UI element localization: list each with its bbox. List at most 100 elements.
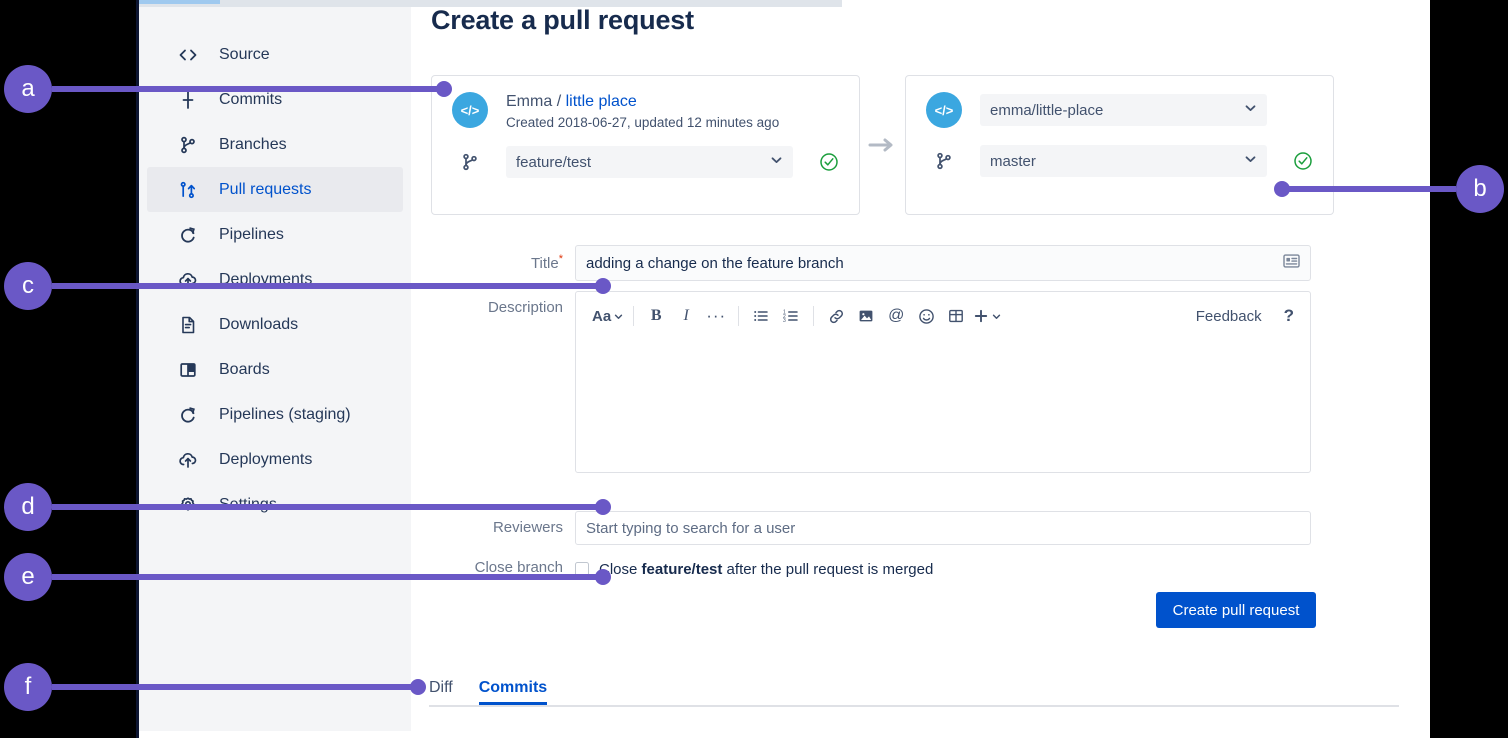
callout-line-d [52,504,604,510]
deployments-icon [177,449,199,471]
page-title: Create a pull request [431,5,694,35]
repo-separator: / [556,93,562,110]
mention-icon[interactable]: @ [888,307,905,324]
destination-branch-line: master [926,145,1313,177]
required-marker: * [558,253,563,265]
bold-icon[interactable]: B [650,307,662,324]
image-icon[interactable] [853,303,879,329]
sidebar-item-deployments-2[interactable]: Deployments [147,437,403,482]
sidebar-item-label: Pull requests [219,180,312,198]
sidebar-item-pipelines-staging[interactable]: Pipelines (staging) [147,392,403,437]
direction-arrow-icon [868,137,896,153]
text-style-icon[interactable]: Aa [592,303,624,329]
sidebar-item-source[interactable]: Source [147,32,403,77]
title-field-label: Title* [411,253,563,272]
destination-repo-value: emma/little-place [990,101,1104,119]
callout-dot-d [595,499,611,515]
tab-diff[interactable]: Diff [429,679,453,696]
source-repo-name: Emma / little place [506,92,779,111]
repo-link[interactable]: little place [565,93,637,110]
description-field-label: Description [487,299,563,316]
source-branch-select[interactable]: feature/test [506,146,793,178]
callout-badge-e: e [4,553,52,601]
link-icon[interactable] [823,303,849,329]
destination-branch-card: </> emma/little-place [905,75,1334,215]
source-repo-header: </> Emma / little place Created 2018-06-… [452,92,839,131]
branch-selection-row: </> Emma / little place Created 2018-06-… [431,75,1399,215]
italic-icon[interactable]: I [683,307,689,324]
toolbar-insert-group: @ [823,303,1002,329]
emoji-icon[interactable] [913,303,939,329]
sidebar-item-label: Deployments [219,450,313,468]
destination-repo-select[interactable]: emma/little-place [980,94,1267,126]
chevron-down-icon [1244,153,1257,170]
svg-text:2: 2 [783,314,786,320]
close-branch-row[interactable]: Close feature/test after the pull reques… [575,557,933,581]
main-content: Create a pull request </> Emma / little … [411,5,1427,731]
callout-line-b [1288,186,1456,192]
destination-repo-line: </> emma/little-place [926,92,1313,128]
template-picker-icon[interactable] [1283,254,1300,273]
sidebar-item-boards[interactable]: Boards [147,347,403,392]
destination-branch-select[interactable]: master [980,145,1267,177]
callout-dot-f [410,679,426,695]
toolbar-divider [738,306,740,326]
tab-commits[interactable]: Commits [479,679,547,705]
repo-sidebar: Source Commits Branches Pull requests [139,7,411,731]
close-branch-text: Close feature/test after the pull reques… [599,561,933,578]
more-formatting-icon[interactable]: ··· [706,306,727,325]
callout-badge-c: c [4,262,52,310]
sidebar-item-pull-requests[interactable]: Pull requests [147,167,403,212]
branch-icon [452,147,488,177]
feedback-link[interactable]: Feedback [1195,307,1262,325]
branches-icon [177,134,199,156]
title-input[interactable]: adding a change on the feature branch [575,245,1311,281]
sidebar-item-commits[interactable]: Commits [147,77,403,122]
callout-dot-b [1274,181,1290,197]
callout-line-e [52,574,604,580]
toolbar-right-group: Feedback ? [1196,306,1294,326]
source-branch-card: </> Emma / little place Created 2018-06-… [431,75,860,215]
screenshot-left-edge [136,0,139,738]
insert-more-icon[interactable] [973,303,1002,329]
sidebar-item-deployments[interactable]: Deployments [147,257,403,302]
sidebar-item-label: Commits [219,90,283,108]
chevron-down-icon [1244,102,1257,119]
text-style-label: Aa [592,307,612,325]
sidebar-item-label: Source [219,45,270,63]
code-brackets-icon: </> [926,92,962,128]
close-branch-suffix: after the pull request is merged [722,560,934,578]
callout-badge-f: f [4,663,52,711]
boards-icon [177,359,199,381]
bullet-list-icon[interactable] [748,303,774,329]
sidebar-item-branches[interactable]: Branches [147,122,403,167]
callout-dot-e [595,569,611,585]
sidebar-item-downloads[interactable]: Downloads [147,302,403,347]
commits-icon [177,89,199,111]
sidebar-item-label: Boards [219,360,270,378]
callout-line-c [52,283,604,289]
sidebar-item-label: Downloads [219,315,299,333]
browser-tab-hint [136,0,220,4]
check-circle-icon [1293,151,1313,171]
table-icon[interactable] [943,303,969,329]
create-pull-request-button[interactable]: Create pull request [1156,592,1316,628]
check-circle-icon [819,152,839,172]
pipelines-icon [177,404,199,426]
svg-text:1: 1 [783,310,786,316]
sidebar-item-label: Pipelines (staging) [219,405,351,423]
diff-commits-tabs: Diff Commits [429,675,1399,707]
reviewers-placeholder: Start typing to search for a user [586,519,796,537]
reviewers-input[interactable]: Start typing to search for a user [575,511,1311,545]
branch-icon [926,146,962,176]
help-icon[interactable]: ? [1283,306,1294,325]
sidebar-item-label: Branches [219,135,287,153]
callout-line-a [52,86,444,92]
toolbar-divider [813,306,815,326]
sidebar-item-pipelines[interactable]: Pipelines [147,212,403,257]
svg-text:3: 3 [783,318,786,324]
